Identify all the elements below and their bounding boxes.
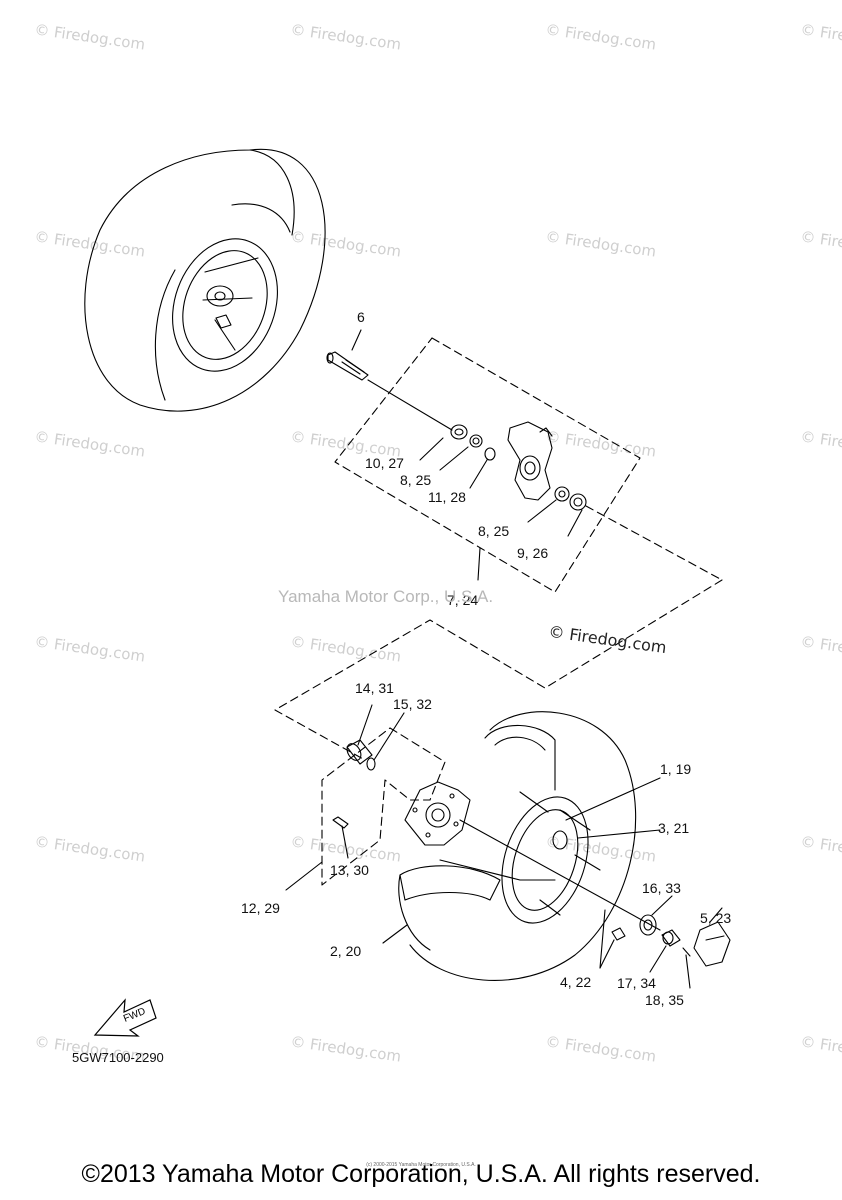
- callout-8-25-lower: 8, 25: [478, 523, 510, 539]
- collar-spacer: [346, 704, 405, 771]
- diagram-part-code: 5GW7100-2290: [72, 1050, 164, 1065]
- lower-tire: [398, 711, 661, 981]
- axle-part-6: [326, 329, 453, 431]
- upper-tire: [84, 148, 326, 412]
- axle-hardware: [599, 895, 731, 989]
- callout-9-26: 9, 26: [517, 545, 549, 561]
- callout-8-25-upper: 8, 25: [400, 472, 432, 488]
- callout-4-22: 4, 22: [560, 974, 592, 990]
- wheel-hub: [404, 781, 661, 931]
- fwd-arrow: FWD: [93, 998, 157, 1037]
- hub-dashed-box: [321, 727, 446, 886]
- callout-7-24: 7, 24: [447, 592, 479, 608]
- bearing-set-upper: [419, 424, 496, 489]
- callout-5-23: 5, 23: [700, 910, 732, 926]
- bearing-set-lower: [527, 486, 587, 537]
- callout-2-20: 2, 20: [330, 943, 362, 959]
- callout-3-21: 3, 21: [658, 820, 690, 836]
- hub-bolt: [285, 816, 349, 891]
- knuckle-dashed-box: [334, 337, 641, 593]
- copyright-notice: ©2013 Yamaha Motor Corporation, U.S.A. A…: [81, 1160, 761, 1188]
- callout-12-29: 12, 29: [241, 900, 280, 916]
- callout-11-28: 11, 28: [428, 489, 466, 505]
- callout-14-31: 14, 31: [355, 680, 394, 696]
- callout-18-35: 18, 35: [645, 992, 684, 1008]
- callout-10-27: 10, 27: [365, 455, 404, 471]
- callout-15-32: 15, 32: [393, 696, 432, 712]
- callout-6: 6: [357, 309, 365, 325]
- callout-13-30: 13, 30: [330, 862, 369, 878]
- steering-knuckle: [507, 421, 553, 501]
- fine-print: (c) 2000-2015 Yamaha Motor Corporation, …: [366, 1162, 476, 1168]
- callout-1-19: 1, 19: [660, 761, 692, 777]
- center-watermark: Yamaha Motor Corp., U.S.A.: [278, 587, 494, 606]
- callout-16-33: 16, 33: [642, 880, 681, 896]
- callout-17-34: 17, 34: [617, 975, 656, 991]
